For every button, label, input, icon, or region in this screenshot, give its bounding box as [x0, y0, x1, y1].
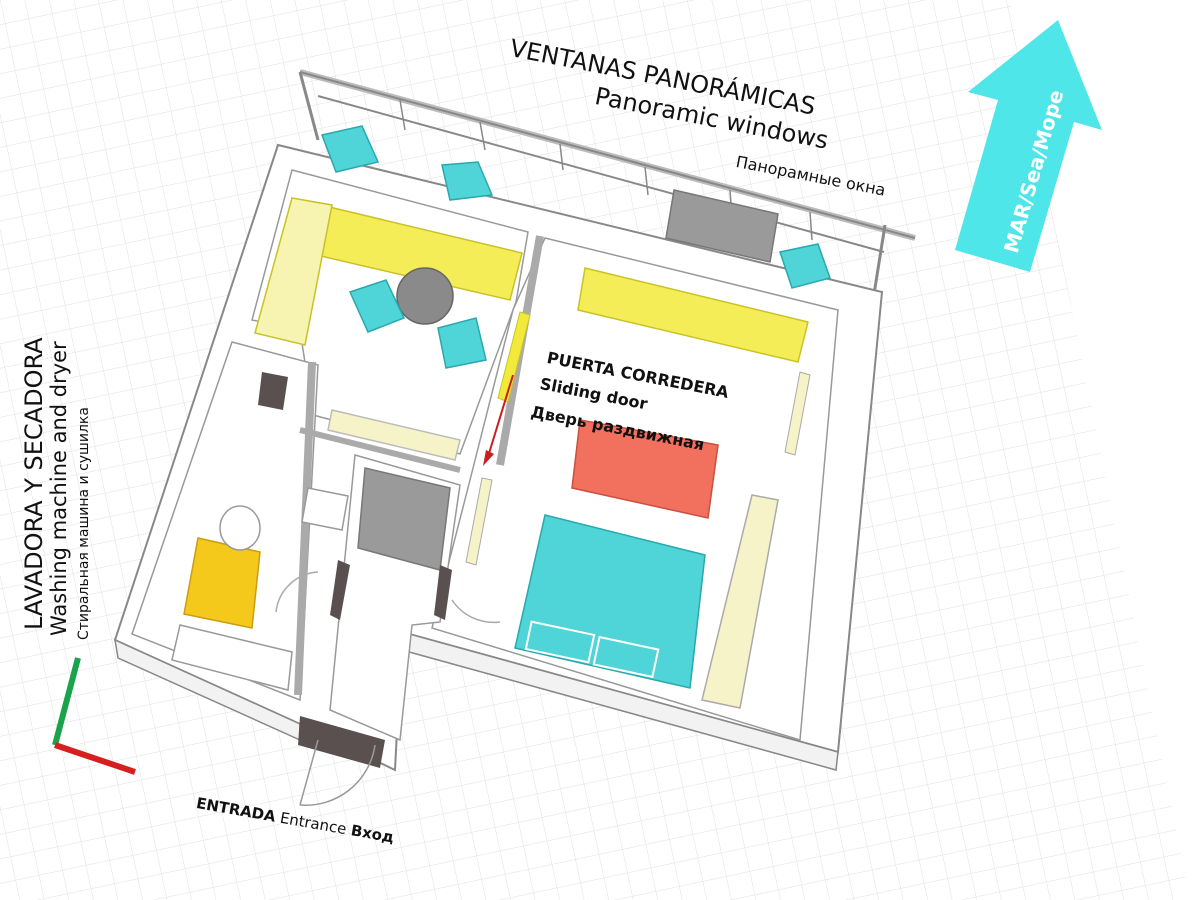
axes-icon-y [52, 657, 81, 746]
sliding-arrow-head [483, 450, 494, 466]
bathroom-sink [301, 487, 349, 531]
door-entrance [298, 716, 385, 768]
wall-hall [299, 427, 461, 473]
bed [514, 514, 706, 689]
lavadora-label: LAVADORA Y SECADORA [20, 337, 48, 630]
door-swing-entrance [299, 744, 376, 806]
living-bench [327, 409, 461, 461]
sliding-door [497, 311, 531, 403]
coral-bench [571, 419, 719, 519]
balcony-sofa [665, 189, 779, 263]
pillow-left [524, 620, 596, 664]
axes-icon-x [54, 742, 136, 775]
dining-table [396, 267, 454, 325]
bedroom-right-panel [784, 371, 811, 456]
pillow-right [592, 635, 660, 679]
bedroom-door-panel [465, 477, 493, 566]
bedroom-window-bench [577, 267, 809, 363]
washing-machine [183, 537, 261, 629]
door-bathroom-top [258, 372, 288, 410]
door-swing-bedroom [451, 599, 501, 624]
door-hall-right [434, 565, 452, 620]
dining-chair-right [437, 317, 487, 369]
washing-machine-label: Washing machine and dryer [47, 341, 71, 636]
bathtub [171, 624, 293, 691]
arrow-up-icon [955, 20, 1102, 272]
dining-chair-left [348, 279, 406, 333]
wall-bathroom [294, 361, 316, 696]
door-hall-left [330, 560, 350, 620]
kitchen-counter-side [254, 197, 333, 346]
balcony-chairs [320, 125, 831, 289]
sliding-arrow [486, 374, 514, 461]
door-swing-bathroom [275, 571, 319, 613]
toilet [219, 505, 261, 551]
wardrobe [701, 494, 779, 709]
stiralnaya-label: Стиральная машина и сушилка [76, 407, 92, 640]
